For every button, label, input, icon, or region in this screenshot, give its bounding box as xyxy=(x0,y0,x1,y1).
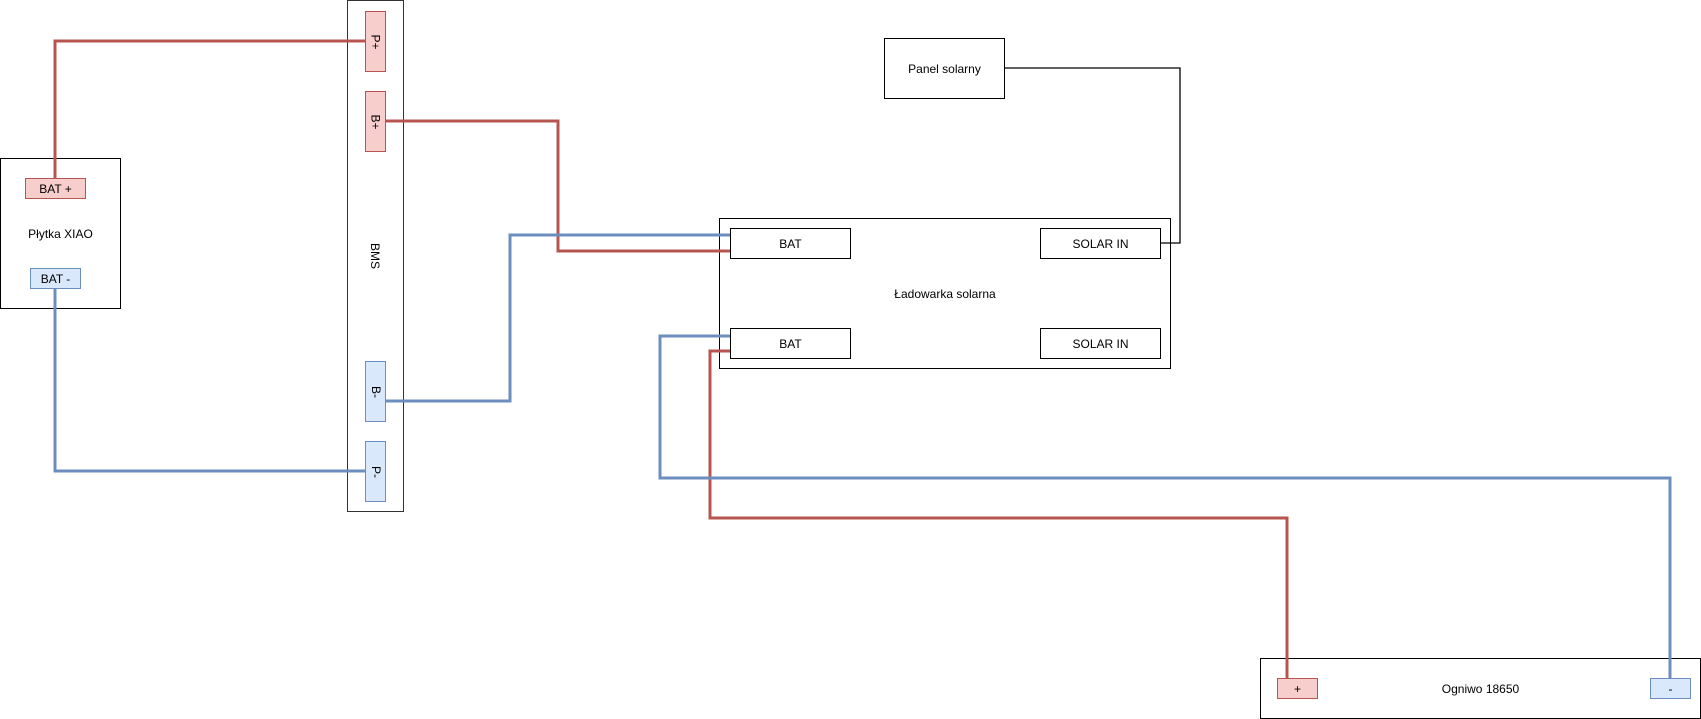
charger-solar-in-bottom-pin: SOLAR IN xyxy=(1040,328,1161,359)
solar-panel: Panel solarny xyxy=(884,38,1005,99)
solar-charger-label: Ładowarka solarna xyxy=(894,286,996,301)
bms-p-plus-pin: P+ xyxy=(365,11,386,72)
xiao-board-label: Płytka XIAO xyxy=(28,226,93,241)
bms-b-minus-label: B- xyxy=(368,385,383,398)
bms-p-plus-label: P+ xyxy=(368,33,383,50)
charger-bat-top-pin: BAT xyxy=(730,228,851,259)
bms-b-minus-pin: B- xyxy=(365,361,386,422)
cell-plus-label: + xyxy=(1293,681,1301,696)
charger-bat-bottom-label: BAT xyxy=(779,336,802,351)
wire-bms-bplus-to-charger-bat xyxy=(386,119,730,253)
charger-bat-bottom-pin: BAT xyxy=(730,328,851,359)
bms-p-minus-pin: P- xyxy=(365,441,386,502)
wire-charger-bat-to-cell-plus xyxy=(708,349,1289,678)
bms-module: BMS xyxy=(347,0,404,512)
battery-cell-label: Ogniwo 18650 xyxy=(1441,681,1520,696)
xiao-bat-minus-label: BAT - xyxy=(40,271,71,286)
cell-plus-pin: + xyxy=(1277,678,1318,699)
charger-bat-top-label: BAT xyxy=(779,236,802,251)
xiao-bat-plus-pin: BAT + xyxy=(25,178,86,199)
charger-solar-in-top-label: SOLAR IN xyxy=(1072,236,1129,251)
bms-p-minus-label: P- xyxy=(368,465,383,478)
wire-xiao-batminus-to-bms-pminus xyxy=(53,289,365,473)
charger-solar-in-top-pin: SOLAR IN xyxy=(1040,228,1161,259)
bms-b-plus-pin: B+ xyxy=(365,91,386,152)
wire-bms-bminus-to-charger-bat xyxy=(386,233,730,403)
cell-minus-label: - xyxy=(1668,681,1673,696)
solar-panel-label: Panel solarny xyxy=(908,61,981,76)
wire-panel-to-charger-solar-in xyxy=(1005,67,1181,244)
cell-minus-pin: - xyxy=(1650,678,1691,699)
bms-label: BMS xyxy=(368,242,383,270)
charger-solar-in-bottom-label: SOLAR IN xyxy=(1072,336,1129,351)
xiao-bat-plus-label: BAT + xyxy=(39,181,72,196)
battery-cell-18650: Ogniwo 18650 xyxy=(1260,658,1701,719)
bms-b-plus-label: B+ xyxy=(368,113,383,130)
xiao-bat-minus-pin: BAT - xyxy=(30,268,81,289)
wire-charger-bat-to-cell-minus xyxy=(658,334,1672,678)
